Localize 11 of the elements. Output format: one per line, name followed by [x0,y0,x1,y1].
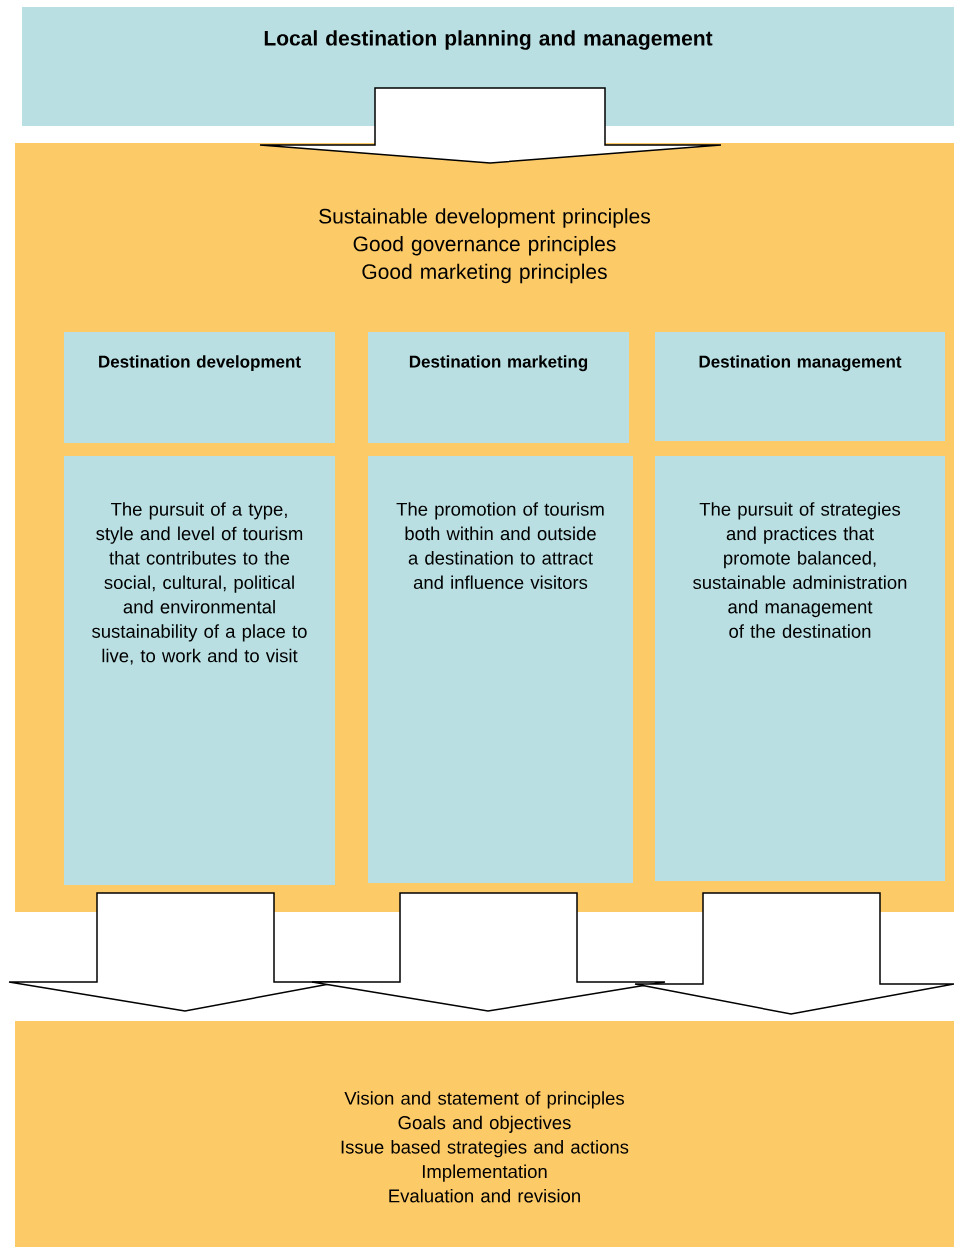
description-box: The pursuit of a type, style and level of tourism that contributes to the social, cultural, political and environmental sustainability of a place to live, to work and to visit [64,456,335,885]
description-box: The pursuit of strategies and practices that promote balanced, sustainable administration and management of the destination [655,456,945,881]
block-arrow [634,892,954,1015]
description-box: The promotion of tourism both within and outside a destination to attract and influence visitors [368,456,633,883]
title-band: Local destination planning and management [22,7,954,126]
heading-box: Destination management [655,332,945,441]
heading-box: Destination marketing [368,332,629,443]
block-arrow [311,892,666,1012]
outcomes-panel: Vision and statement of principles Goals and objectives Issue based strategies and actions Implementation Evaluation and revision [15,1021,954,1247]
block-arrow [259,87,722,164]
heading-box: Destination development [64,332,335,443]
